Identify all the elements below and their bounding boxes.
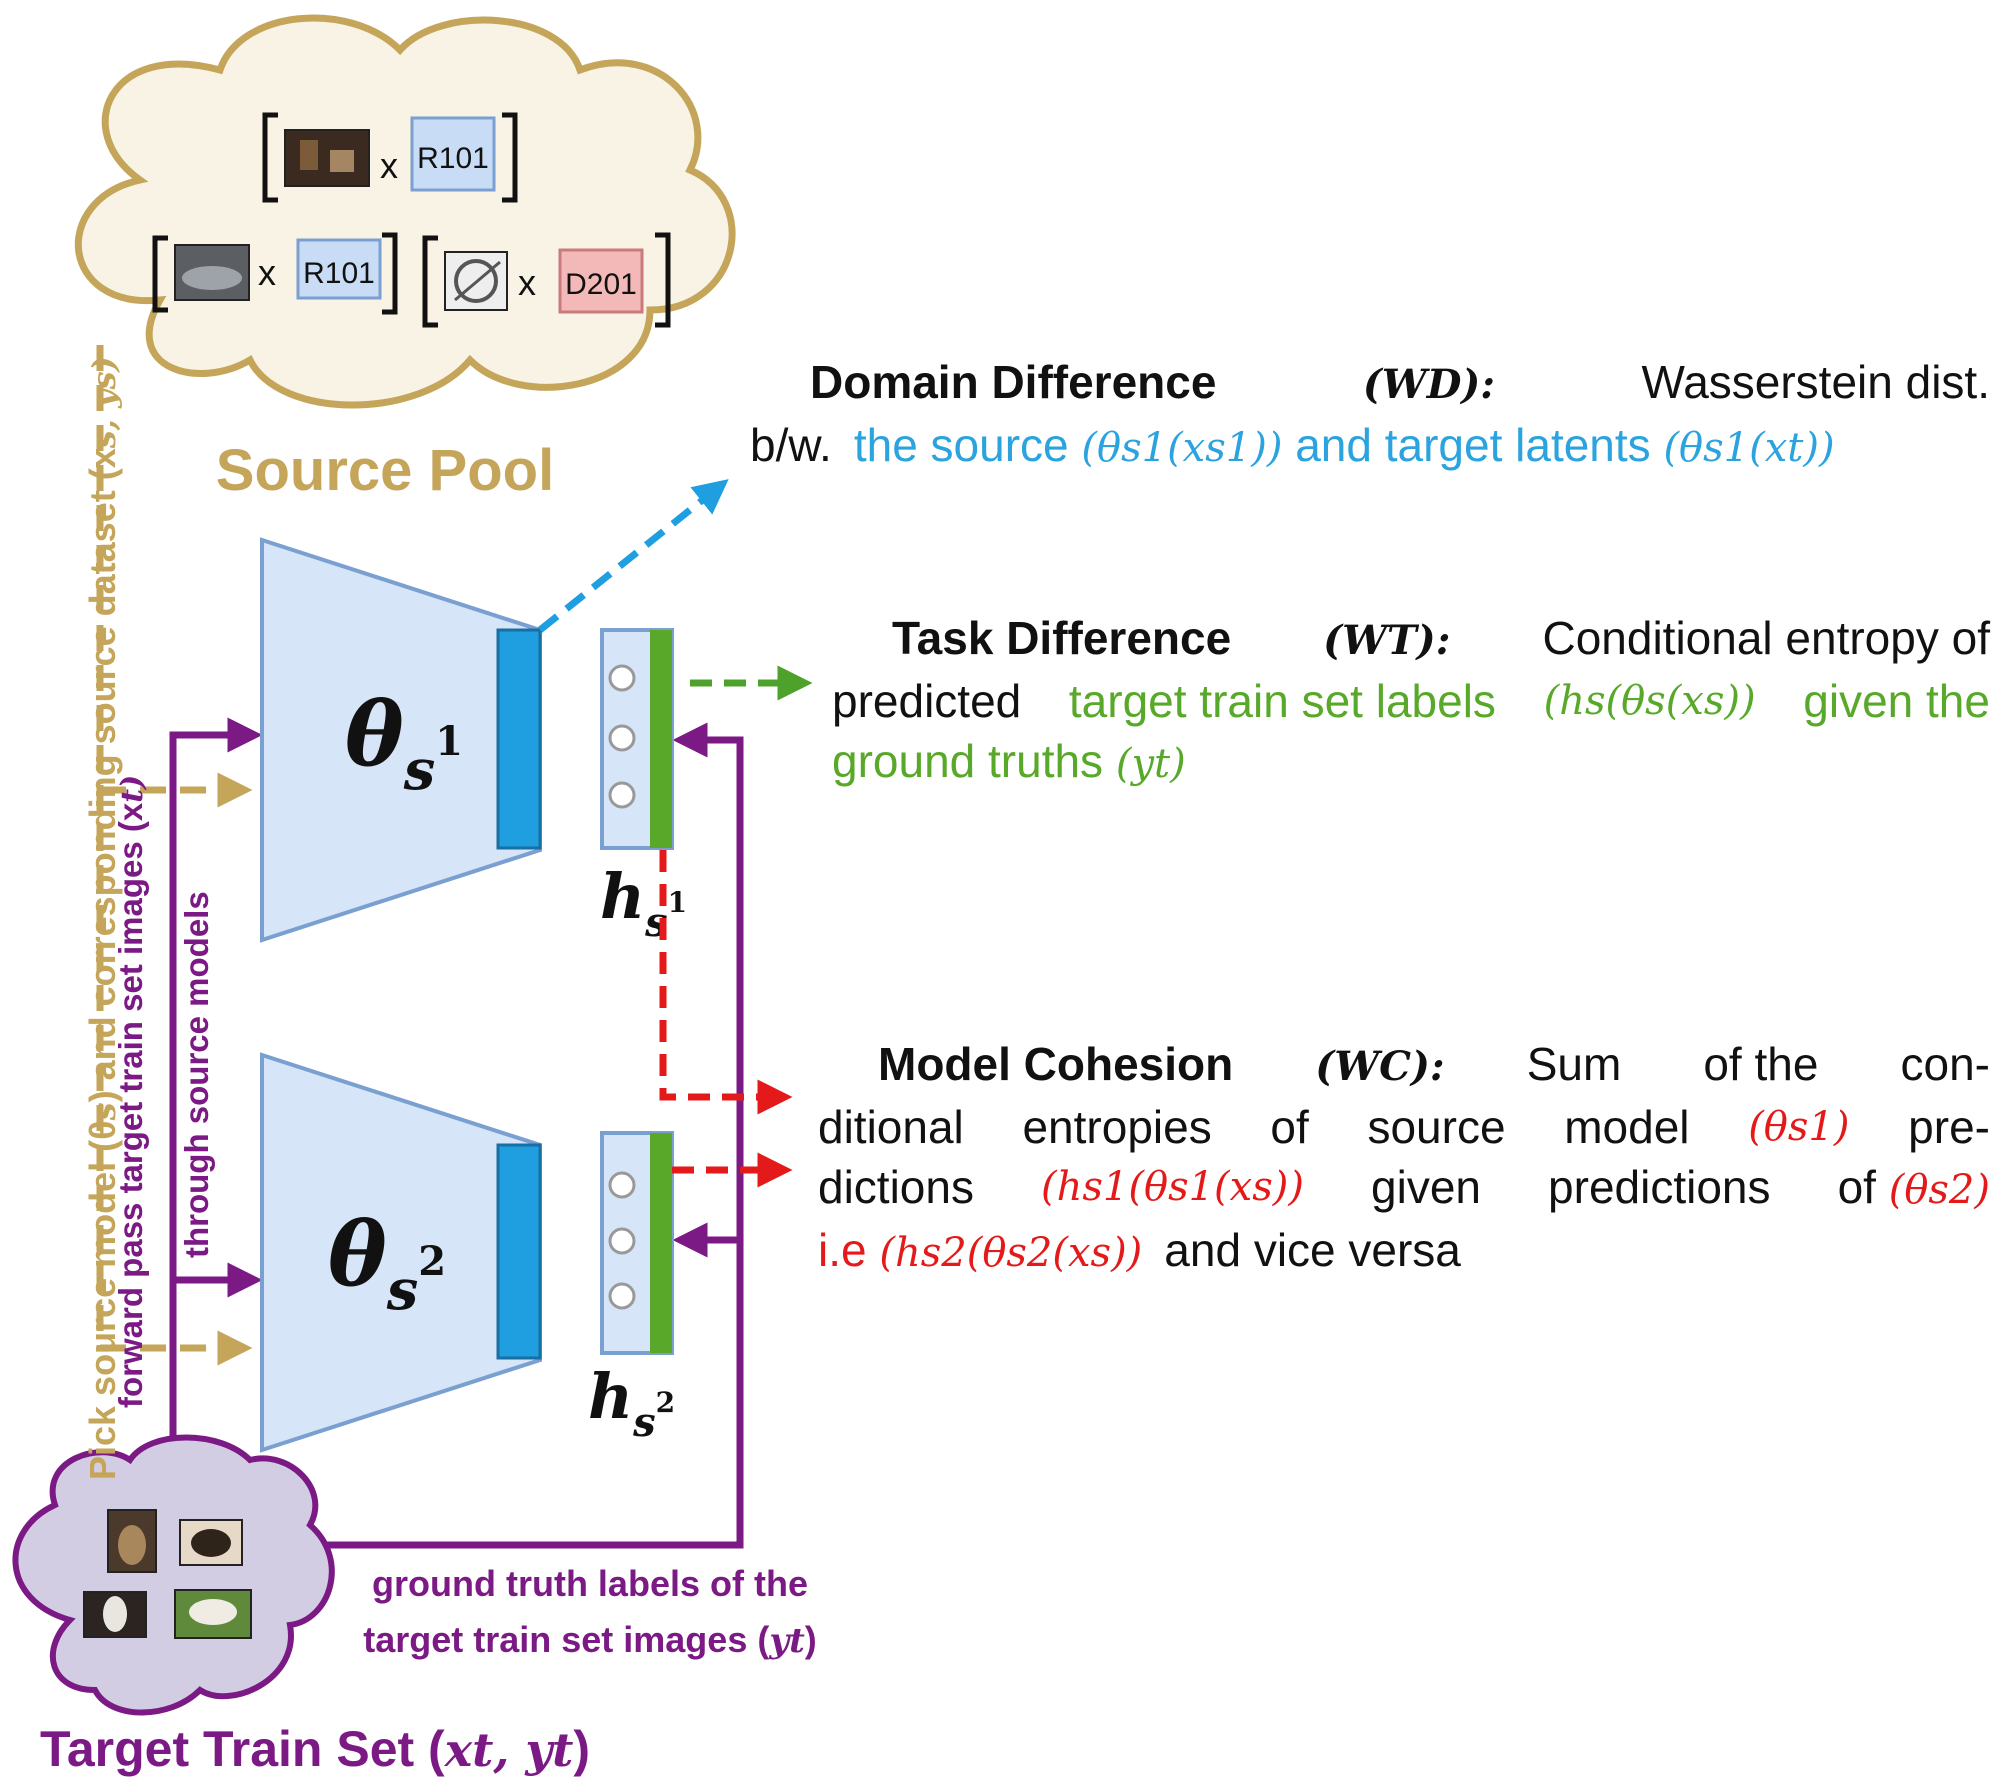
encoder-theta-1 xyxy=(260,537,542,943)
source-pair-2: x R101 xyxy=(152,232,398,315)
through-source-models-label: through source models xyxy=(178,891,215,1258)
domain-difference-arrow xyxy=(537,479,729,633)
latent-block-1 xyxy=(496,628,542,850)
model-box-r101-1 xyxy=(410,116,496,192)
head-h-1 xyxy=(600,628,674,850)
encoder-theta-2 xyxy=(260,1052,542,1453)
theta-1-label: θs1 xyxy=(345,682,463,803)
h-1-label: hs1 xyxy=(600,860,687,946)
theta-2-label: θs2 xyxy=(328,1202,446,1323)
source-pool-cloud xyxy=(74,14,736,409)
forward-pass-arrows xyxy=(169,717,263,1450)
source-image-thumb-1 xyxy=(284,129,370,187)
head-h-2 xyxy=(600,1131,674,1355)
task-difference-title: Task Difference xyxy=(892,612,1232,664)
domain-difference-title: Domain Difference xyxy=(810,356,1217,408)
model-label-r101-2: R101 xyxy=(303,257,375,290)
target-train-set-title: Target Train Set (xt, yt) xyxy=(40,1721,591,1777)
multiply-sign-2: x xyxy=(258,252,276,293)
source-pair-3: x D201 xyxy=(422,232,671,328)
source-pair-1: x R101 xyxy=(262,112,518,203)
task-difference-text: Task Difference (WT): Conditional entrop… xyxy=(832,608,1990,794)
latent-block-2 xyxy=(496,1143,542,1360)
multiply-sign-1: x xyxy=(380,145,398,186)
target-image-thumbs xyxy=(83,1509,252,1639)
model-label-d201: D201 xyxy=(565,268,637,301)
ground-truth-arrows xyxy=(310,722,744,1549)
source-pool-title: Source Pool xyxy=(216,438,554,503)
model-cohesion-text: Model Cohesion (WC): Sum of the con- dit… xyxy=(818,1034,1990,1283)
model-box-r101-2 xyxy=(296,238,382,300)
ground-truth-label: ground truth labels of the target train … xyxy=(363,1563,817,1661)
model-cohesion-title: Model Cohesion xyxy=(878,1038,1234,1090)
model-box-d201 xyxy=(558,248,644,314)
multiply-sign-3: x xyxy=(518,262,536,303)
model-cohesion-arrows xyxy=(659,850,793,1188)
target-train-cloud xyxy=(12,1434,335,1716)
model-label-r101-1: R101 xyxy=(417,142,489,175)
h-2-label: hs2 xyxy=(588,1360,675,1446)
forward-pass-label: forward pass target train set images (xt… xyxy=(112,774,150,1408)
domain-difference-text: Domain Difference (WD): Wasserstein dist… xyxy=(750,352,1990,478)
pick-source-arrows xyxy=(96,345,253,1366)
